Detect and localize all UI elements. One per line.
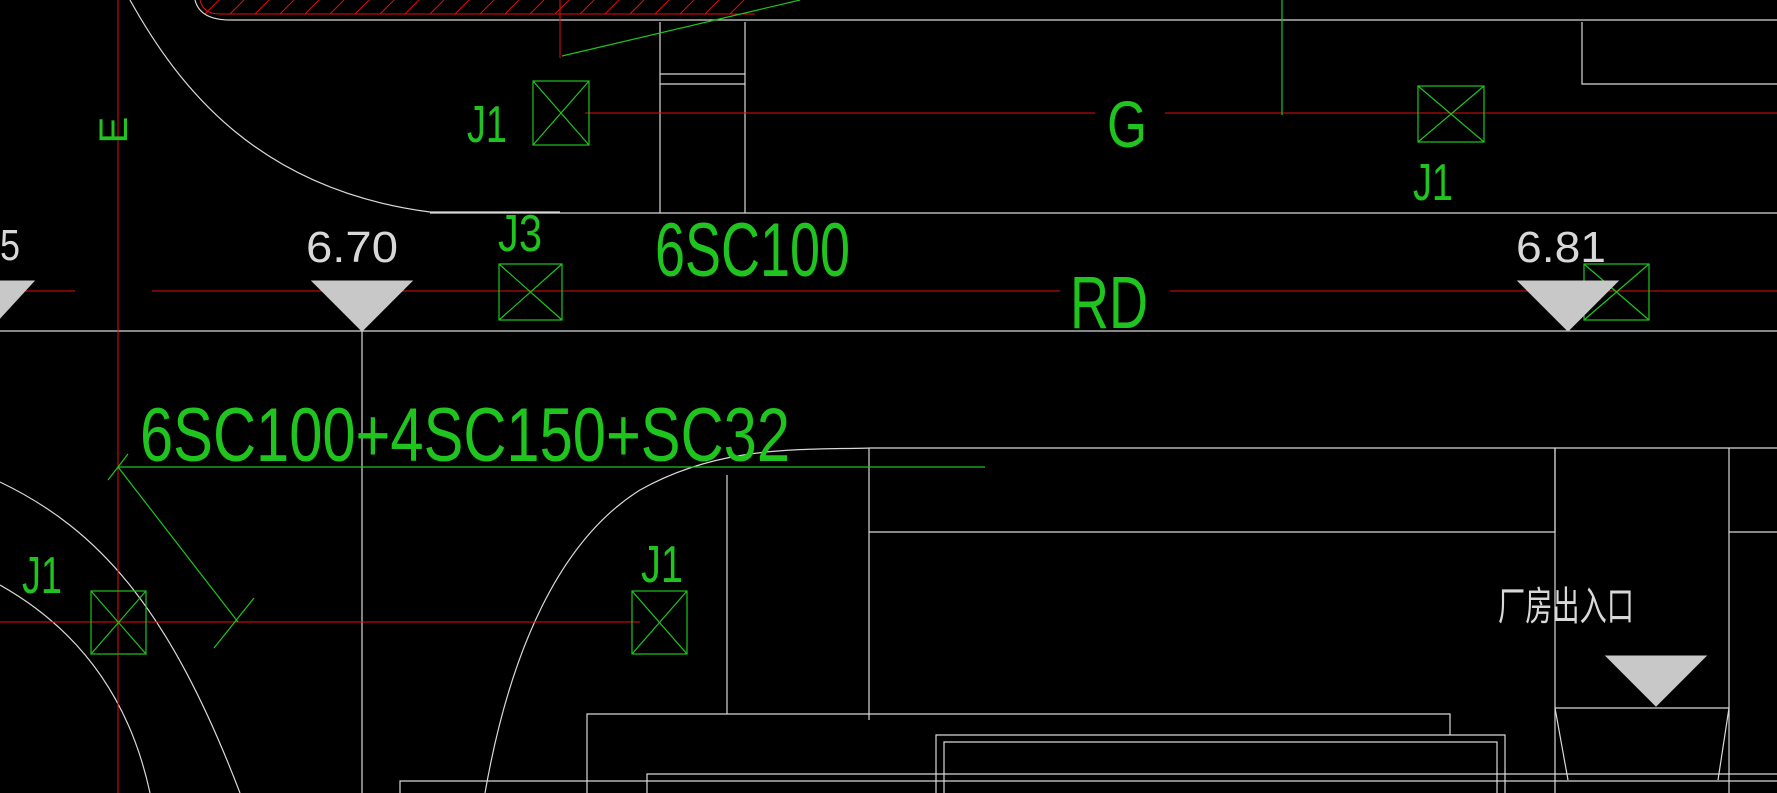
cable-label-lower: 6SC100+4SC150+SC32 [140,393,790,478]
grid-label-e: E [92,117,136,144]
svg-text:E: E [92,117,136,144]
cable-label-upper: 6SC100 [655,208,850,293]
hatched-strip [194,0,1777,21]
junction-label-j1-d: J1 [641,536,683,594]
axis-label-rd: RD [1070,261,1148,344]
junction-box-j1-top-left [532,80,590,146]
elevation-marker-right [1516,280,1620,332]
junction-label-j3: J3 [498,205,542,263]
junction-label-j1-a: J1 [467,96,507,154]
entrance-label: 厂房出入口 [1498,585,1634,629]
elevation-label-left: 5 [0,221,20,270]
elevation-marker-mid [310,280,414,332]
road-curve-bottom [484,447,871,793]
junction-label-j1-b: J1 [1413,154,1453,212]
road-curve-top [129,0,560,213]
junction-box-j1-bottom-left [90,590,147,655]
junction-box-j1-top-right [1417,85,1485,143]
junction-box-j3 [498,263,563,321]
cable-lines [107,0,1283,649]
junction-box-j1-bottom-mid [631,590,688,655]
elevation-marker-left [0,280,36,319]
axis-label-g: G [1107,87,1147,161]
elevation-label-mid: 6.70 [306,223,398,272]
elevation-markers [0,280,1708,707]
junction-boxes [90,80,1650,655]
elevation-label-right: 6.81 [1516,223,1606,272]
junction-label-j1-c: J1 [22,547,62,605]
entrance-marker [1604,655,1708,707]
